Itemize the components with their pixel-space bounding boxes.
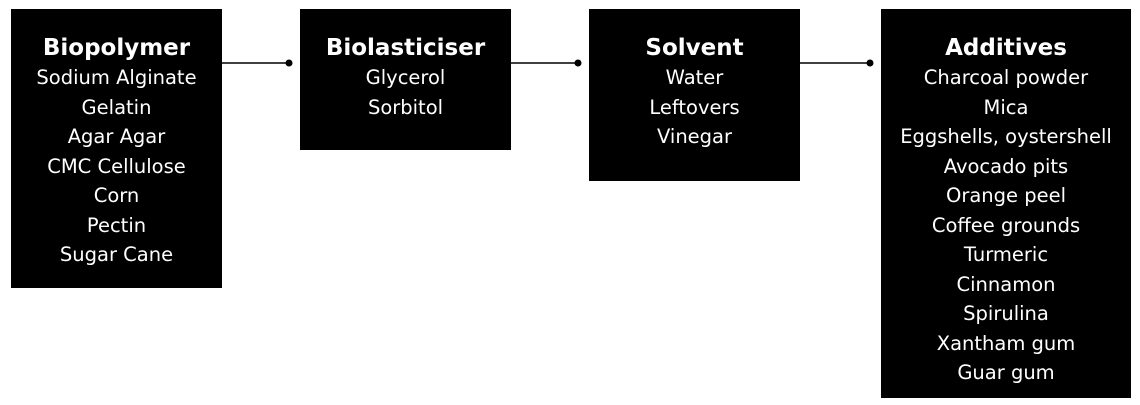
connector-dot-biolasticiser: [285, 59, 293, 67]
box-item: Guar gum: [957, 361, 1055, 384]
box-item: Gelatin: [81, 95, 152, 119]
box-item: Charcoal powder: [923, 66, 1089, 89]
box-item: Turmeric: [963, 243, 1049, 266]
box-item: Orange peel: [945, 184, 1067, 207]
box-item: Sodium Alginate: [36, 66, 197, 89]
box-item: Sorbitol: [367, 95, 444, 119]
box-item: Mica: [983, 95, 1029, 119]
box-item: Pectin: [86, 213, 147, 237]
box-item: Leftovers: [649, 95, 740, 119]
box-item: CMC Cellulose: [47, 154, 186, 178]
box-item: Sugar Cane: [59, 243, 174, 266]
box-item: Xantham gum: [936, 331, 1076, 355]
connector-dot-additives: [866, 59, 874, 67]
box-item: Water: [665, 66, 724, 89]
box-item: Vinegar: [656, 125, 733, 148]
box-item: Corn: [93, 184, 140, 207]
box-item: Glycerol: [365, 66, 446, 89]
box-item: Spirulina: [963, 302, 1049, 325]
box-item: Coffee grounds: [931, 213, 1081, 237]
box-item: Eggshells, oystershell: [900, 125, 1112, 148]
box-title: Biopolymer: [42, 35, 191, 61]
box-item: Avocado pits: [943, 154, 1069, 178]
box-item: Agar Agar: [67, 125, 166, 148]
box-title: Additives: [945, 35, 1067, 61]
connector-dot-solvent: [574, 59, 582, 67]
box-title: Biolasticiser: [325, 35, 486, 61]
box-title: Solvent: [645, 35, 744, 61]
box-item: Cinnamon: [956, 272, 1056, 296]
